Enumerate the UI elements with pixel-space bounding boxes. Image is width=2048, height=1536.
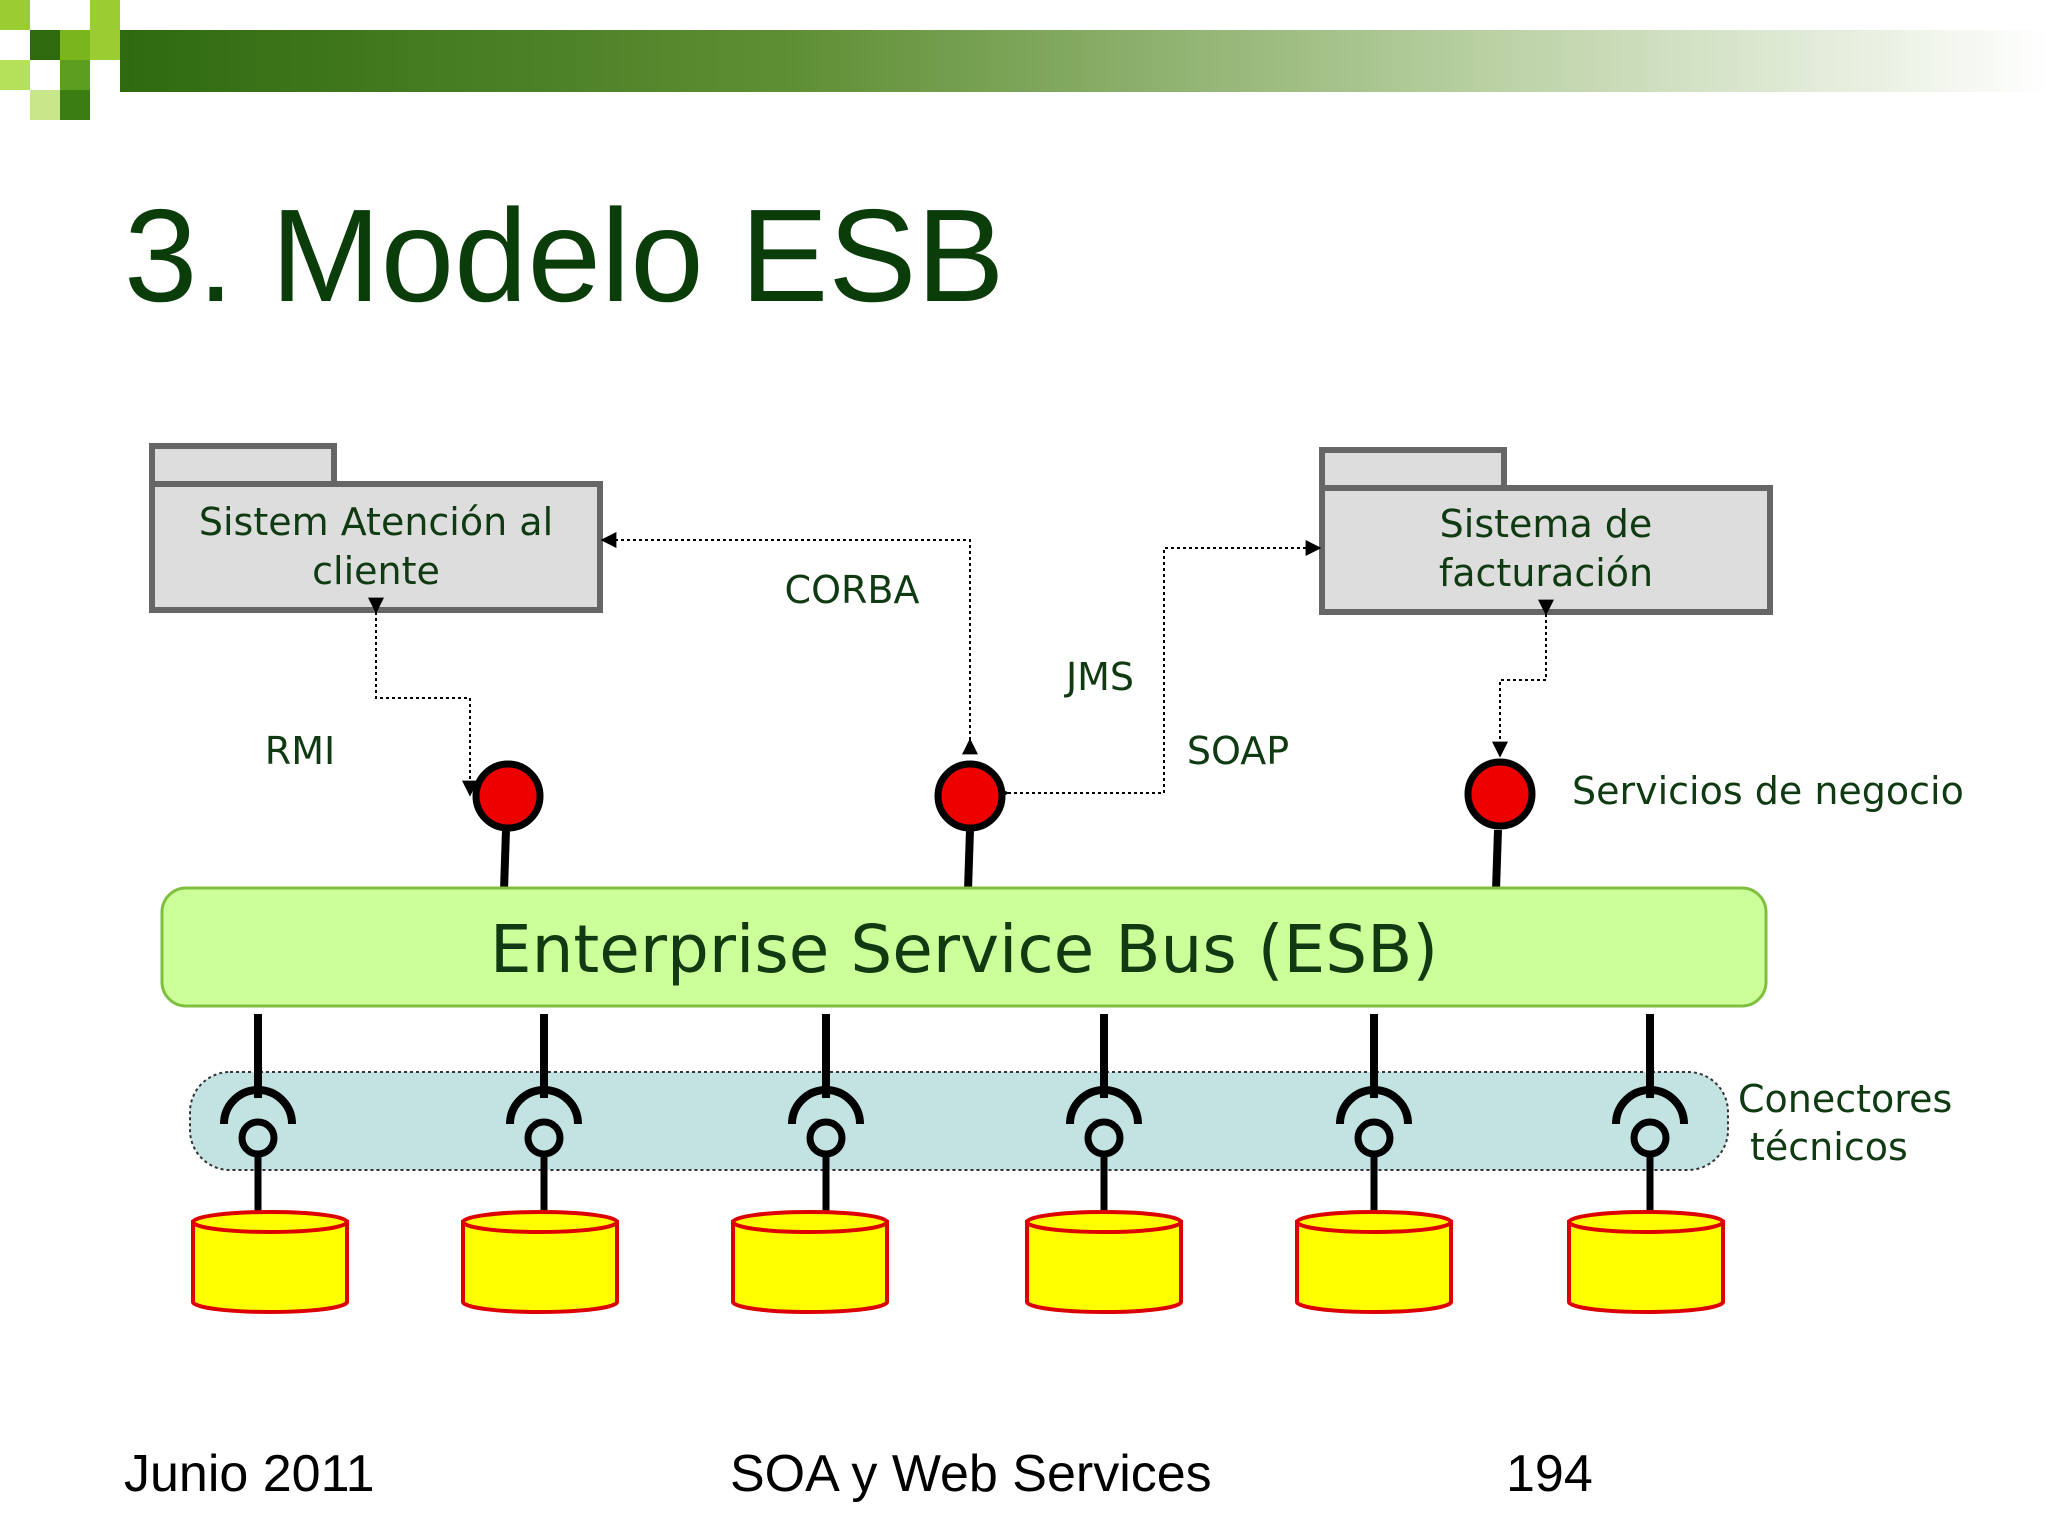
system-right-line2: facturación (1439, 551, 1653, 595)
header-gradient-band (0, 0, 2048, 120)
business-service-node-2 (934, 760, 1006, 891)
technical-connector (1066, 1014, 1142, 1212)
jms-soap-connection (993, 540, 1322, 801)
database-icon (191, 1210, 349, 1314)
database-icon (461, 1210, 619, 1314)
database-icon (1567, 1210, 1725, 1314)
technical-connector (506, 1014, 582, 1212)
corba-label: CORBA (785, 568, 920, 612)
database-icon (731, 1210, 889, 1314)
connectors-label-line1: Conectores (1738, 1077, 1952, 1121)
esb-label: Enterprise Service Bus (ESB) (490, 911, 1438, 988)
business-services-label: Servicios de negocio (1572, 769, 1964, 813)
technical-connectors (191, 1014, 1725, 1314)
pixel-logo-icon (0, 0, 120, 120)
technical-connector (1612, 1014, 1688, 1212)
footer-date: Junio 2011 (124, 1445, 375, 1503)
soap-label: SOAP (1187, 729, 1289, 773)
technical-connector (220, 1014, 296, 1212)
slide-title: 3. Modelo ESB (124, 182, 1005, 329)
jms-label: JMS (1064, 655, 1134, 699)
database-icon (1025, 1210, 1183, 1314)
right-service-connection (1492, 599, 1554, 758)
corba-connection (600, 532, 978, 755)
system-right-line1: Sistema de (1440, 502, 1653, 546)
footer-page-number: 194 (1506, 1445, 1593, 1503)
connectors-label-line2: técnicos (1750, 1125, 1908, 1169)
system-left-line2: cliente (312, 549, 440, 593)
technical-connector (1336, 1014, 1412, 1212)
technical-connector (788, 1014, 864, 1212)
business-service-node-3 (1464, 758, 1536, 891)
rmi-connection (368, 597, 478, 797)
business-service-node-1 (472, 760, 544, 891)
system-sistema-facturacion: Sistema de facturación (1319, 447, 1773, 615)
system-sistem-atencion-cliente: Sistem Atención al cliente (149, 443, 603, 613)
database-icon (1295, 1210, 1453, 1314)
connector-band (189, 1071, 1729, 1171)
system-left-line1: Sistem Atención al (199, 500, 553, 544)
rmi-label: RMI (265, 729, 335, 773)
footer-course: SOA y Web Services (730, 1445, 1212, 1503)
esb-bar: Enterprise Service Bus (ESB) (160, 886, 1768, 1008)
